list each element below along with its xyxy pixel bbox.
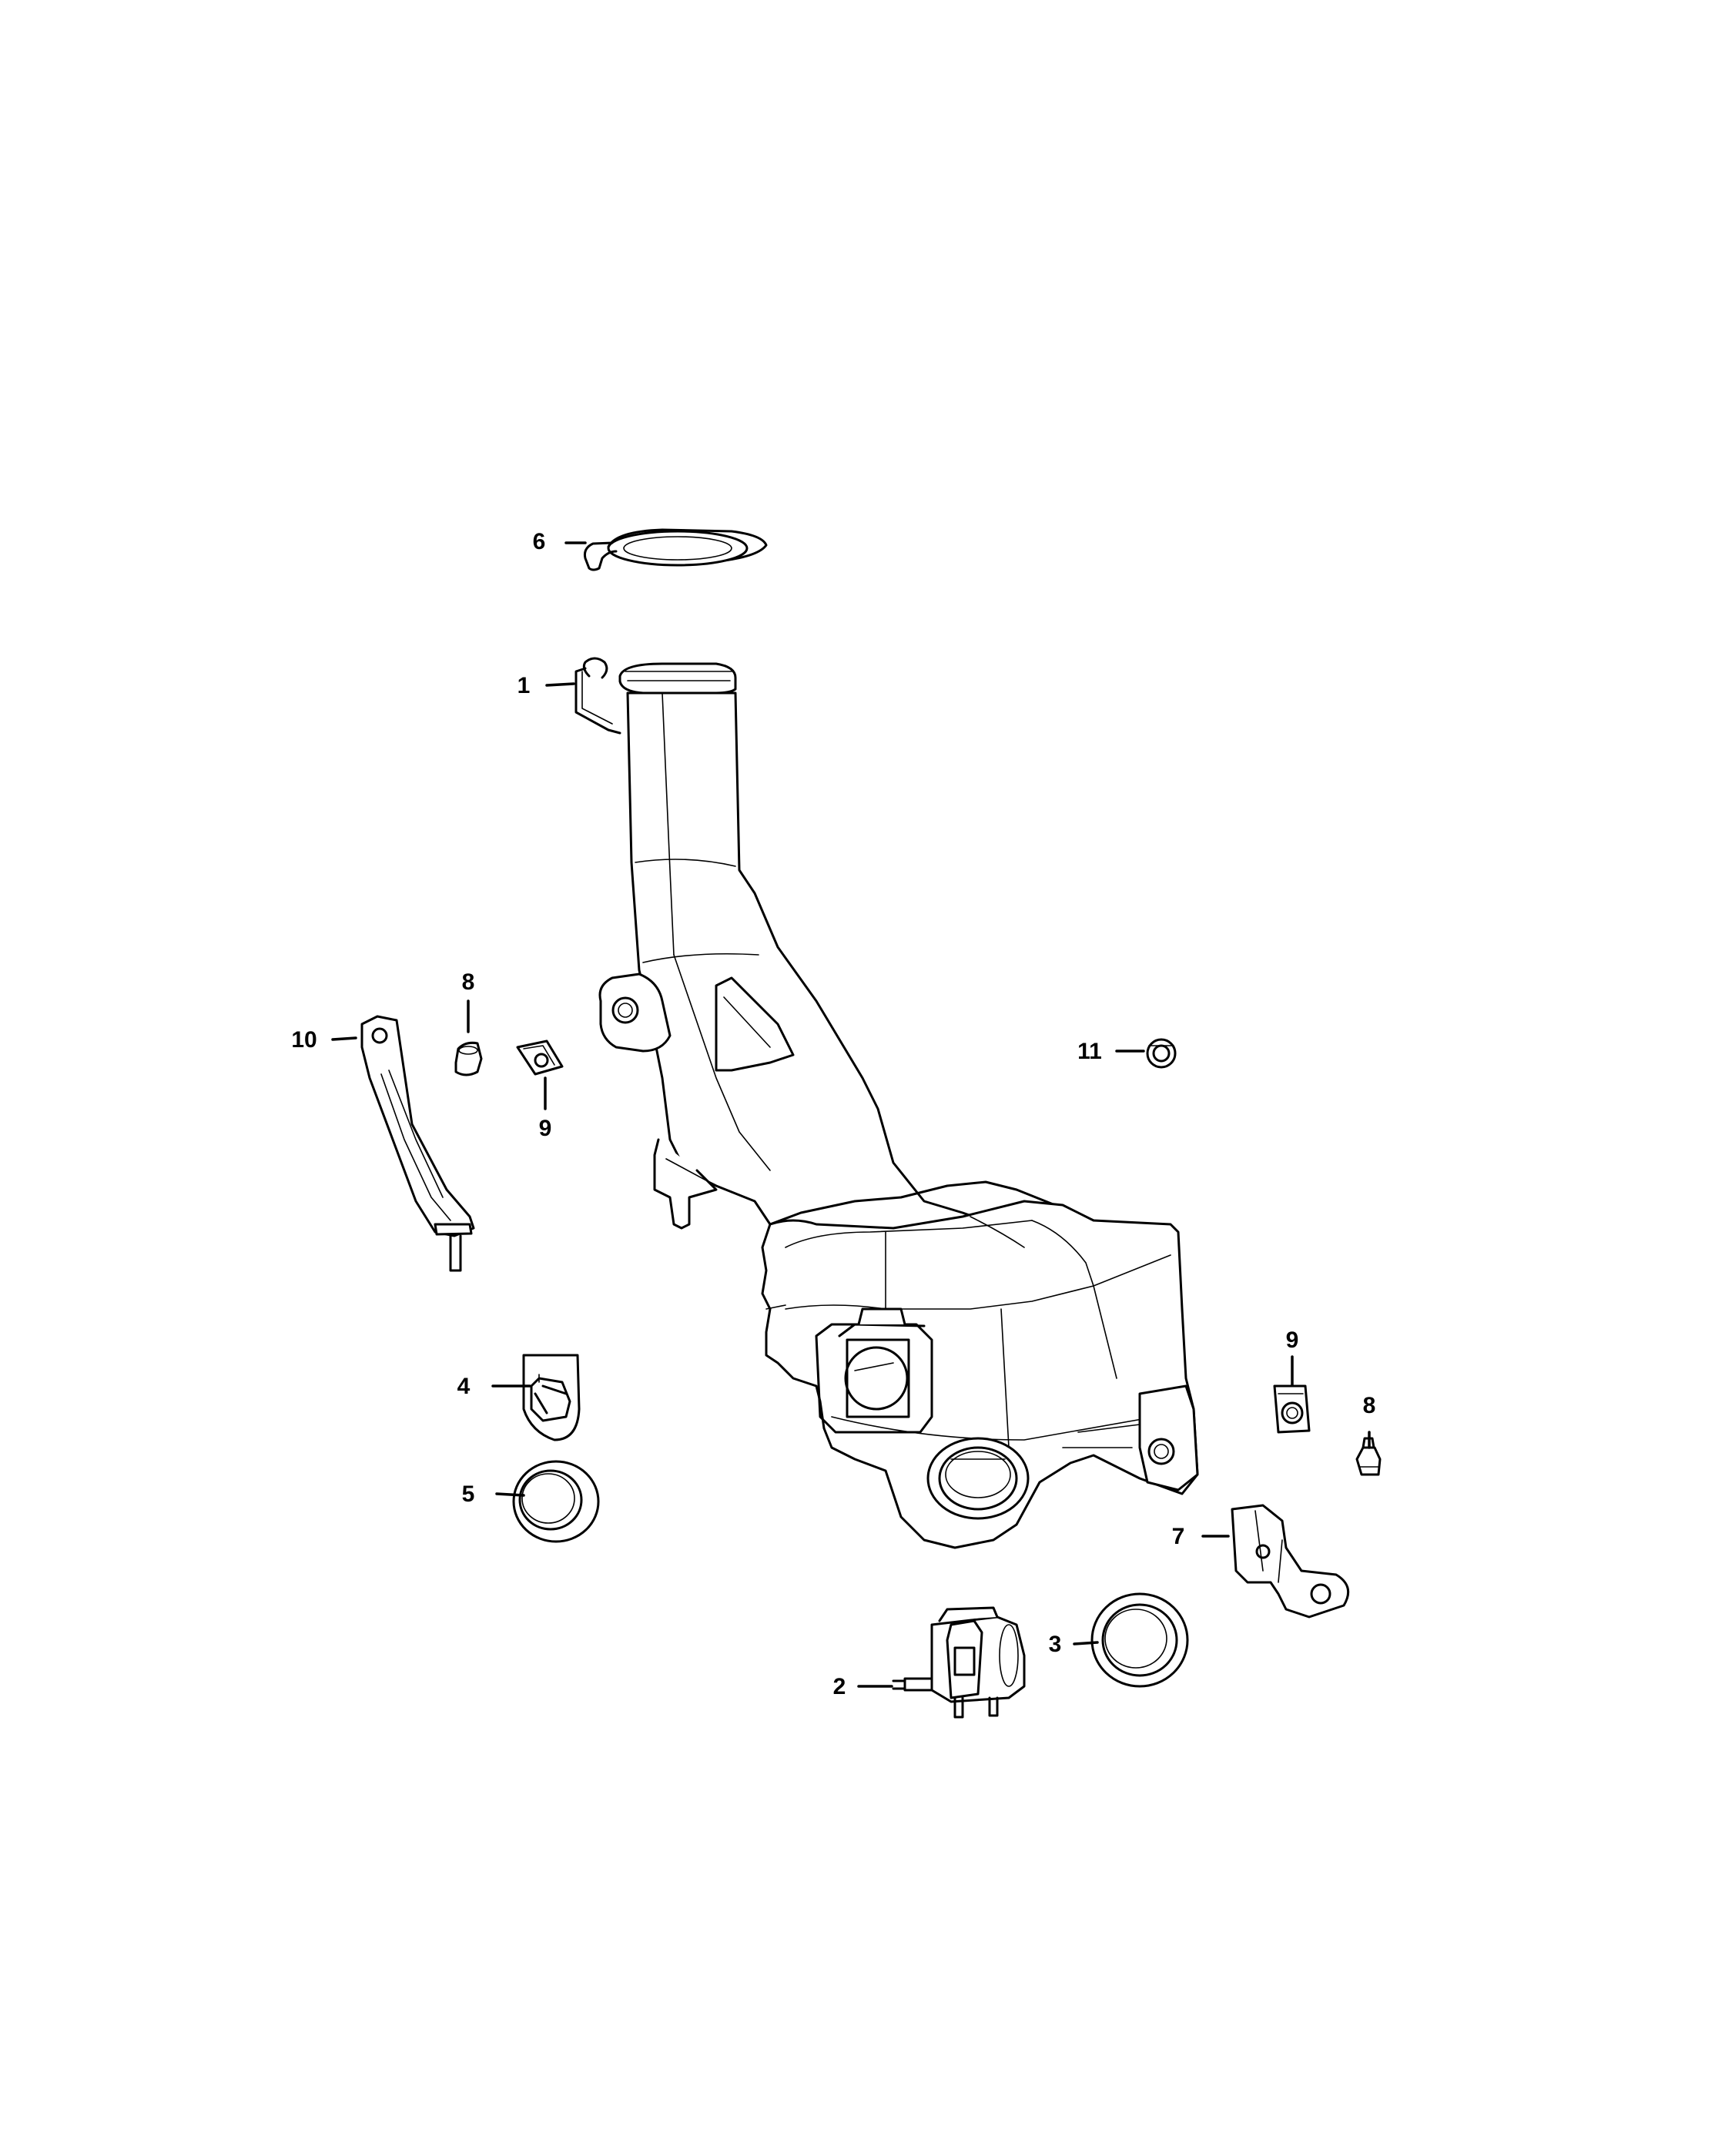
part-3-grommet bbox=[1090, 1592, 1189, 1688]
part-8-stud-upper bbox=[454, 1041, 483, 1076]
part-7-bracket bbox=[1231, 1504, 1350, 1619]
callout-5: 5 bbox=[462, 1481, 475, 1507]
callout-11: 11 bbox=[1077, 1039, 1102, 1064]
part-8-stud-right bbox=[1355, 1437, 1382, 1476]
callout-1: 1 bbox=[518, 673, 531, 698]
callout-7: 7 bbox=[1172, 1524, 1185, 1549]
part-9-clip-upper bbox=[516, 1040, 564, 1076]
leader-10 bbox=[331, 1036, 357, 1041]
part-4-sensor bbox=[522, 1354, 581, 1441]
leader-5 bbox=[495, 1492, 525, 1497]
callout-10: 10 bbox=[291, 1027, 317, 1053]
leader-3 bbox=[1073, 1641, 1099, 1645]
part-2-pump bbox=[892, 1606, 1026, 1719]
callout-9-right: 9 bbox=[1286, 1327, 1299, 1353]
callout-9-upper: 9 bbox=[539, 1116, 552, 1141]
part-9-clip-right bbox=[1273, 1384, 1311, 1434]
leader-1 bbox=[545, 682, 575, 687]
washer-reservoir bbox=[598, 662, 1199, 1549]
callout-3: 3 bbox=[1049, 1632, 1062, 1657]
part-5-grommet bbox=[512, 1460, 600, 1543]
part-10-bracket bbox=[360, 1015, 475, 1272]
callout-2: 2 bbox=[833, 1674, 846, 1699]
callout-8-upper: 8 bbox=[462, 969, 475, 995]
part-1-tether-clip bbox=[574, 657, 621, 735]
callout-8-right: 8 bbox=[1363, 1393, 1376, 1418]
callout-6: 6 bbox=[533, 529, 546, 554]
part-11-nut bbox=[1146, 1038, 1177, 1069]
callout-4: 4 bbox=[457, 1374, 471, 1399]
part-6-cap-seal bbox=[584, 528, 768, 571]
